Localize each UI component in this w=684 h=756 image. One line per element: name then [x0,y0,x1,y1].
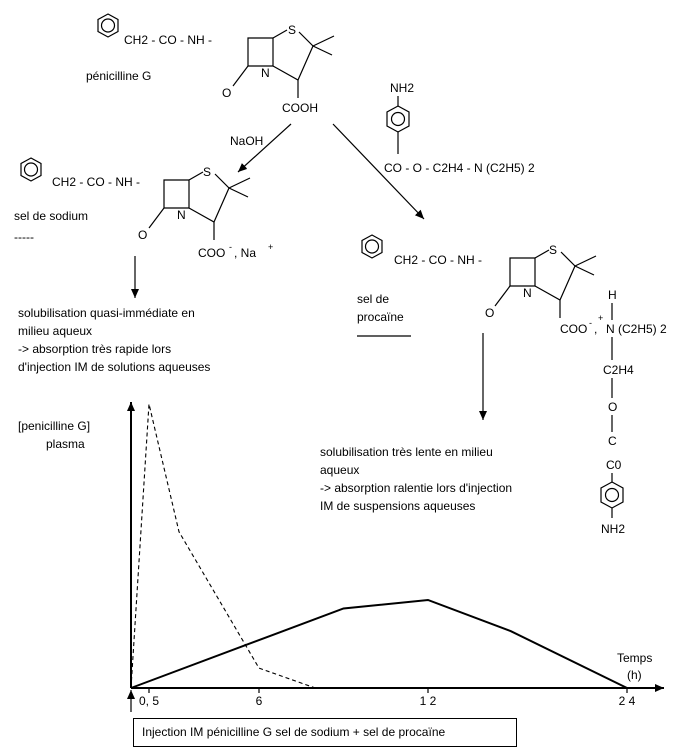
ring-oxygen: O [222,86,231,100]
ethylene-group: C2H4 [603,363,634,377]
comma: , [594,322,597,336]
naoh-label: NaOH [230,134,263,148]
procaine-salt-curve [130,598,628,689]
y-axis-label-1: [penicilline G] [18,419,90,433]
procaine-salt-chain: CH2 - CO - NH - [394,253,482,267]
procaine-salt-name-2: procaïne [357,310,404,324]
sodium-desc-line: -> absorption très rapide lors [18,342,171,356]
ring-oxygen: O [485,306,494,320]
procaine-desc-line: IM de suspensions aqueuses [320,499,475,513]
procaine-reagent-structure: NH2 CO - O - C2H4 - N (C2H5) 2 [384,81,535,175]
procaine-salt-name-1: sel de [357,292,389,306]
penicillin-g-structure: CH2 - CO - NH - S N O COOH pénicilline G [86,13,335,115]
carboxylate: COO [560,322,587,336]
naoh-arrow [237,123,292,173]
procaine-chain: CO - O - C2H4 - N (C2H5) 2 [384,161,535,175]
procaine-desc-line: solubilisation très lente en milieu [320,445,493,459]
carbonyl: C0 [606,458,622,472]
sodium-ion: , Na [234,246,256,260]
ester-carbon: C [608,434,617,448]
y-axis-label-2: plasma [46,437,85,451]
ring-nitrogen: N [523,286,532,300]
benzene-ring-icon [97,13,119,38]
x-tick-label: 2 4 [619,694,636,708]
sodium-salt-description: solubilisation quasi-immédiate en milieu… [18,306,210,374]
procaine-salt-nh2: NH2 [601,522,625,536]
benzene-ring-icon [20,157,42,182]
aniline-ring-icon [386,105,410,133]
series-lines [130,403,628,689]
x-tick-label: 1 2 [420,694,437,708]
ring-nitrogen: N [177,208,186,222]
ammonium-hydrogen: H [608,288,617,302]
sodium-desc-line: milieu aqueux [18,324,92,338]
sodium-salt-name: sel de sodium [14,209,88,223]
carboxylate: COO [198,246,225,260]
x-tick-label: 0, 5 [139,694,159,708]
negative-charge: - [229,242,232,252]
ring-sulfur: S [288,23,296,37]
x-ticks: 0, 5 6 1 2 2 4 [139,688,636,708]
procaine-salt-description: solubilisation très lente en milieu aque… [320,445,512,513]
penicillin-g-chain: CH2 - CO - NH - [124,33,212,47]
sodium-desc-line: solubilisation quasi-immédiate en [18,306,195,320]
x-axis-label-1: Temps [617,651,652,665]
procaine-salt-structure: CH2 - CO - NH - S N O COO - , + N (C2H5)… [357,234,667,536]
ammonium: N (C2H5) 2 [606,322,667,336]
x-axis-label-2: (h) [627,668,642,682]
sodium-salt-chain: CH2 - CO - NH - [52,175,140,189]
procaine-arrow [332,123,425,220]
sodium-salt-dashes: ----- [14,230,34,244]
procaine-desc-line: -> absorption ralentie lors d'injection [320,481,512,495]
ring-sulfur: S [203,165,211,179]
sodium-salt-structure: CH2 - CO - NH - S N O COO - , Na + sel d… [14,157,273,260]
ring-oxygen: O [138,228,147,242]
procaine-nh2: NH2 [390,81,414,95]
procaine-desc-line: aqueux [320,463,359,477]
benzene-ring-icon [361,234,383,259]
ring-sulfur: S [549,243,557,257]
aniline-ring-icon [600,481,624,509]
carboxylic-acid: COOH [282,101,318,115]
penicillin-g-name: pénicilline G [86,69,151,83]
ester-oxygen: O [608,400,617,414]
injection-caption: Injection IM pénicilline G sel de sodium… [133,718,517,747]
positive-charge: + [268,242,273,252]
negative-charge: - [589,318,592,328]
sodium-salt-curve [130,403,316,689]
x-tick-label: 6 [256,694,263,708]
plasma-concentration-chart: [penicilline G] plasma Temps (h) 0, 5 6 1 … [18,402,664,712]
positive-charge: + [598,313,603,323]
sodium-desc-line: d'injection IM de solutions aqueuses [18,360,210,374]
ring-nitrogen: N [261,66,270,80]
